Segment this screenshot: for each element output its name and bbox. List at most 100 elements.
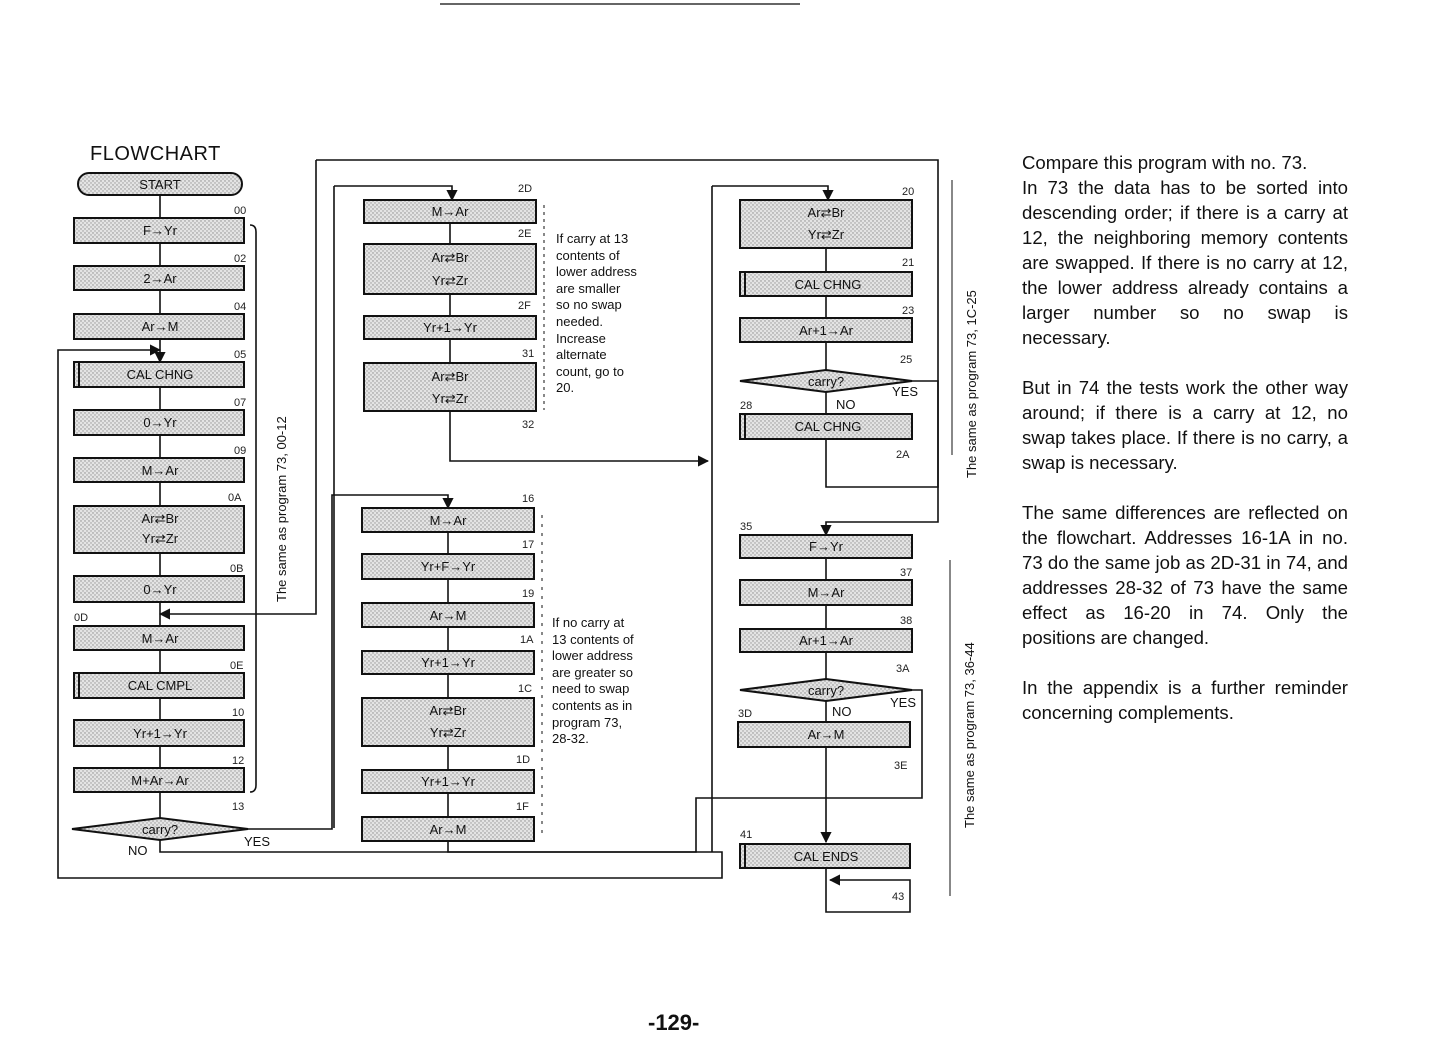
col1-11-label-text: M+Ar→Ar: [131, 773, 189, 788]
addr-3E: 3E: [894, 760, 907, 772]
col3-decision1-yes-text: YES: [892, 384, 918, 399]
col1-1-label-text: 2→Ar: [143, 271, 177, 286]
col2-top-1-label2-text: Yr⇄Zr: [432, 273, 469, 288]
col3-ends-addr-text: 41: [740, 829, 752, 841]
col1-decision-no-text: NO: [128, 843, 148, 858]
col3-decision2-yes-text: YES: [890, 695, 916, 710]
col1-7-label-text: 0→Yr: [143, 582, 177, 597]
col2-bottom-4-addr-text: 1C: [518, 683, 532, 695]
col3-decision1-label-text: carry?: [808, 374, 844, 389]
box-1D: Yr+1→Yr 1D: [361, 754, 535, 794]
col2-bottom-5-addr-text: 1D: [516, 754, 530, 766]
col1-0-label-text: F→Yr: [143, 223, 178, 238]
col2-top-0-addr-text: 2D: [518, 183, 532, 195]
box-04: Ar→M04: [73, 301, 246, 340]
addr-2A: 2A: [896, 449, 910, 461]
col3-top-1-label-text: CAL CHNG: [795, 277, 862, 292]
side-label-1C-25: The same as program 73, 1C-25: [964, 290, 979, 478]
box-02: 2→Ar 02: [73, 253, 246, 291]
box-2F: Yr+1→Yr 2F: [363, 300, 537, 340]
col1-decision-addr-text: 13: [232, 801, 244, 813]
col3-bottom-0-label-text: F→Yr: [809, 539, 844, 554]
col2-bottom-4-label-text: Ar⇄Br: [430, 703, 468, 718]
side-label-00-12: The same as program 73, 00-12: [274, 416, 289, 602]
col1-8-label-text: M→Ar: [142, 631, 180, 646]
paragraph-4: The same differences are reflected on th…: [1022, 502, 1348, 648]
col2-top-0-label-text: M→Ar: [432, 204, 470, 219]
col3-ends-label-text: CAL ENDS: [794, 849, 859, 864]
col3-top-0-label2-text: Yr⇄Zr: [808, 227, 845, 242]
addr-43: 43: [892, 891, 904, 903]
col2-bottom-0-label-text: M→Ar: [430, 513, 468, 528]
col1-decision-label-text: carry?: [142, 822, 178, 837]
col3-top-0-label-text: Ar⇄Br: [808, 205, 846, 220]
addr-32: 32: [522, 419, 534, 431]
paragraph-3: But in 74 the tests work the other way a…: [1022, 377, 1348, 473]
paragraph-2: In 73 the data has to be sorted into des…: [1022, 177, 1348, 348]
col3-chng2-addr-text: 28: [740, 400, 752, 412]
box-23: Ar+1→Ar 23: [739, 305, 914, 343]
col2-bottom-3-addr-text: 1A: [520, 634, 534, 646]
col3-chng2-label-text: CAL CHNG: [795, 419, 862, 434]
box-41-subroutine: CAL ENDS 41: [739, 829, 911, 869]
col2-top-3-addr-text: 31: [522, 348, 534, 360]
col3-top-2-addr-text: 23: [902, 305, 914, 317]
col1-4-addr-text: 07: [234, 397, 246, 409]
box-19: Ar→M19: [361, 588, 535, 628]
col3-bottom-2-label-text: Ar+1→Ar: [799, 633, 853, 648]
col3-store-label-text: Ar→M: [808, 727, 845, 742]
col1-decision-yes-text: YES: [244, 834, 270, 849]
col2-bottom-6-addr-text: 1F: [516, 801, 529, 813]
col2-top-3-label-text: Ar⇄Br: [432, 369, 470, 384]
col3-decision1-no-text: NO: [836, 397, 856, 412]
decision-13: carry? 13 YES NO: [71, 801, 270, 858]
col2-top-1-label-text: Ar⇄Br: [432, 250, 470, 265]
col1-10-addr-text: 10: [232, 707, 244, 719]
col1-6-addr-text: 0A: [228, 492, 242, 504]
decision-3A: carry? 3A YES NO: [739, 663, 916, 719]
col2-bottom-1-addr-text: 17: [522, 539, 534, 551]
box-28-subroutine: CAL CHNG 28: [739, 400, 913, 440]
col1-3-addr-text: 05: [234, 349, 246, 361]
col2-bottom-4-label2-text: Yr⇄Zr: [430, 725, 467, 740]
col1-2-label-text: Ar→M: [142, 319, 179, 334]
col1-6-label2-text: Yr⇄Zr: [142, 531, 179, 546]
paragraph-5: In the appendix is a further reminder co…: [1022, 677, 1348, 723]
box-1F: Ar→M 1F: [361, 801, 535, 842]
side-label-36-44: The same as program 73, 36-44: [962, 642, 977, 828]
box-0B: 0→Yr 0B: [73, 563, 245, 603]
note-no-carry: If no carry at 13 contents of lower addr…: [552, 615, 634, 747]
col3-store-addr-text: 3D: [738, 708, 752, 720]
col2-bottom-0-addr-text: 16: [522, 493, 534, 505]
col3-top-2-label-text: Ar+1→Ar: [799, 323, 853, 338]
paragraph-1: Compare this program with no. 73.: [1022, 152, 1308, 173]
col2-top-3-label2-text: Yr⇄Zr: [432, 391, 469, 406]
col1-7-addr-text: 0B: [230, 563, 243, 575]
decision-25: carry? 25 YES NO: [739, 354, 918, 412]
page-number: -129-: [648, 1010, 700, 1035]
col2-bottom-5-label-text: Yr+1→Yr: [421, 774, 475, 789]
col2-top-1-addr-text: 2E: [518, 228, 531, 240]
col1-1-addr-text: 02: [234, 253, 246, 265]
col1-9-addr-text: 0E: [230, 660, 243, 672]
col3-bottom-1-addr-text: 37: [900, 567, 912, 579]
col3-bottom-2-addr-text: 38: [900, 615, 912, 627]
col2-bottom-6-label-text: Ar→M: [430, 822, 467, 837]
col2-top-2-addr-text: 2F: [518, 300, 531, 312]
explanation-text: Compare this program with no. 73. In 73 …: [1022, 150, 1348, 750]
col1-8-addr-text: 0D: [74, 612, 88, 624]
start-terminator: START: [77, 172, 243, 196]
col1-5-addr-text: 09: [234, 445, 246, 457]
col2-top-2-label-text: Yr+1→Yr: [423, 320, 477, 335]
